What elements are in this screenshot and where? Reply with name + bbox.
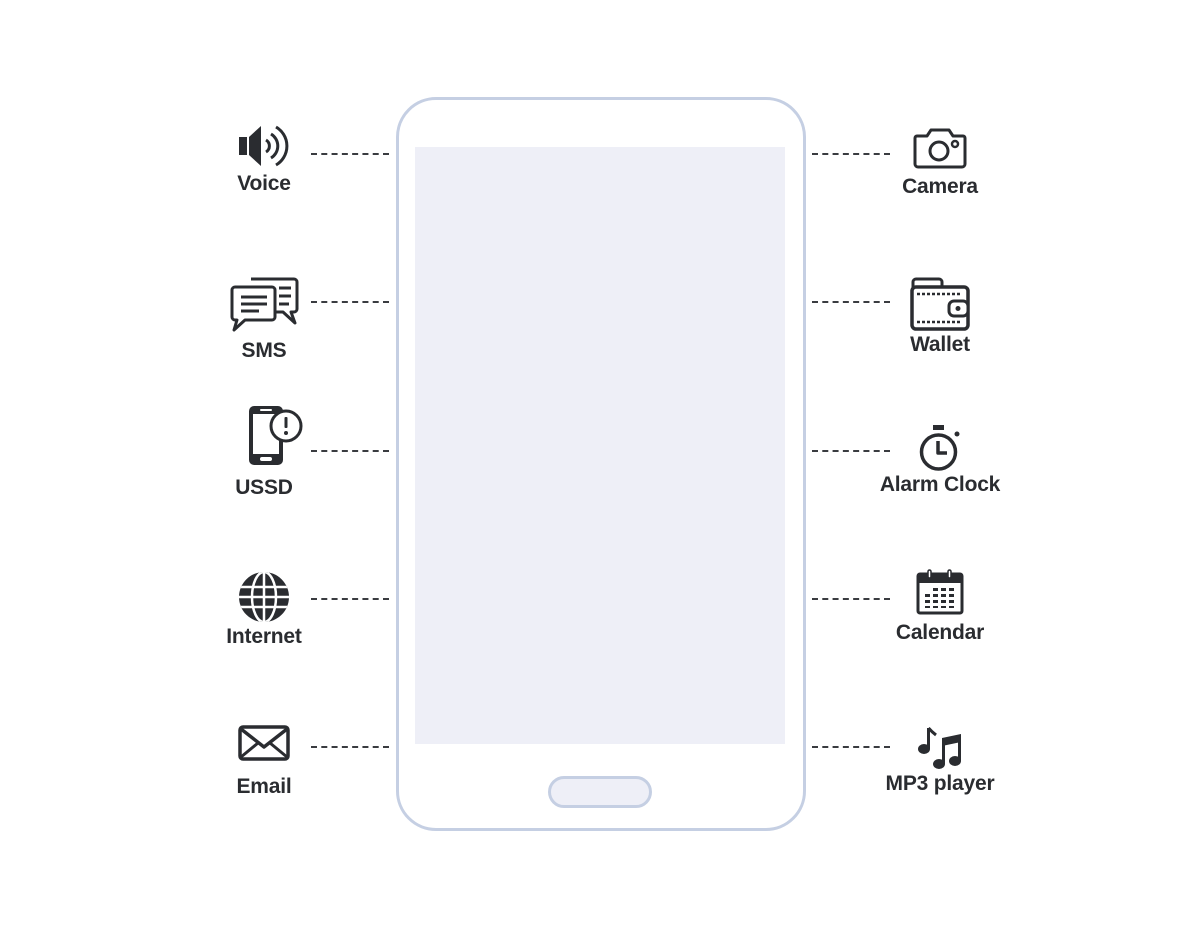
feature-wallet: Wallet	[860, 277, 1020, 357]
feature-label: Internet	[226, 625, 302, 648]
connector-wallet	[812, 301, 890, 303]
connector-mp3-player	[812, 746, 890, 748]
feature-label: Email	[236, 775, 292, 798]
feature-label: Calendar	[895, 621, 985, 644]
connector-email	[311, 746, 389, 748]
connector-alarm-clock	[812, 450, 890, 452]
feature-calendar: Calendar	[860, 569, 1020, 645]
chat-bubbles-icon	[230, 277, 299, 332]
feature-label: Camera	[902, 175, 978, 198]
connector-camera	[812, 153, 890, 155]
feature-label: USSD	[235, 476, 293, 499]
connector-internet	[311, 598, 389, 600]
camera-icon	[913, 128, 967, 169]
feature-camera: Camera	[860, 127, 1020, 199]
connector-voice	[311, 153, 389, 155]
phone-alert-icon	[249, 406, 303, 465]
envelope-icon	[238, 725, 290, 761]
feature-mp3-player: MP3 player	[860, 726, 1020, 796]
feature-alarm-clock: Alarm Clock	[860, 423, 1020, 497]
connector-calendar	[812, 598, 890, 600]
phone-home-button	[548, 776, 652, 808]
stopwatch-icon	[919, 425, 960, 471]
feature-internet: Internet	[184, 571, 344, 649]
feature-sms: SMS	[184, 277, 344, 363]
connector-sms	[311, 301, 389, 303]
calendar-icon	[916, 569, 964, 615]
feature-label: MP3 player	[885, 772, 995, 795]
feature-email: Camera Email	[184, 725, 344, 799]
music-notes-icon	[918, 727, 961, 769]
speaker-icon	[239, 125, 289, 167]
feature-label: Voice	[237, 172, 291, 195]
wallet-icon	[910, 277, 970, 331]
phone-screen	[415, 147, 785, 744]
connector-ussd	[311, 450, 389, 452]
feature-label: Alarm Clock	[879, 473, 1001, 496]
feature-voice: Voice	[184, 122, 344, 196]
globe-icon	[239, 572, 289, 622]
feature-label: SMS	[241, 339, 287, 362]
feature-label: Wallet	[910, 333, 970, 356]
feature-ussd: USSD	[184, 404, 344, 500]
